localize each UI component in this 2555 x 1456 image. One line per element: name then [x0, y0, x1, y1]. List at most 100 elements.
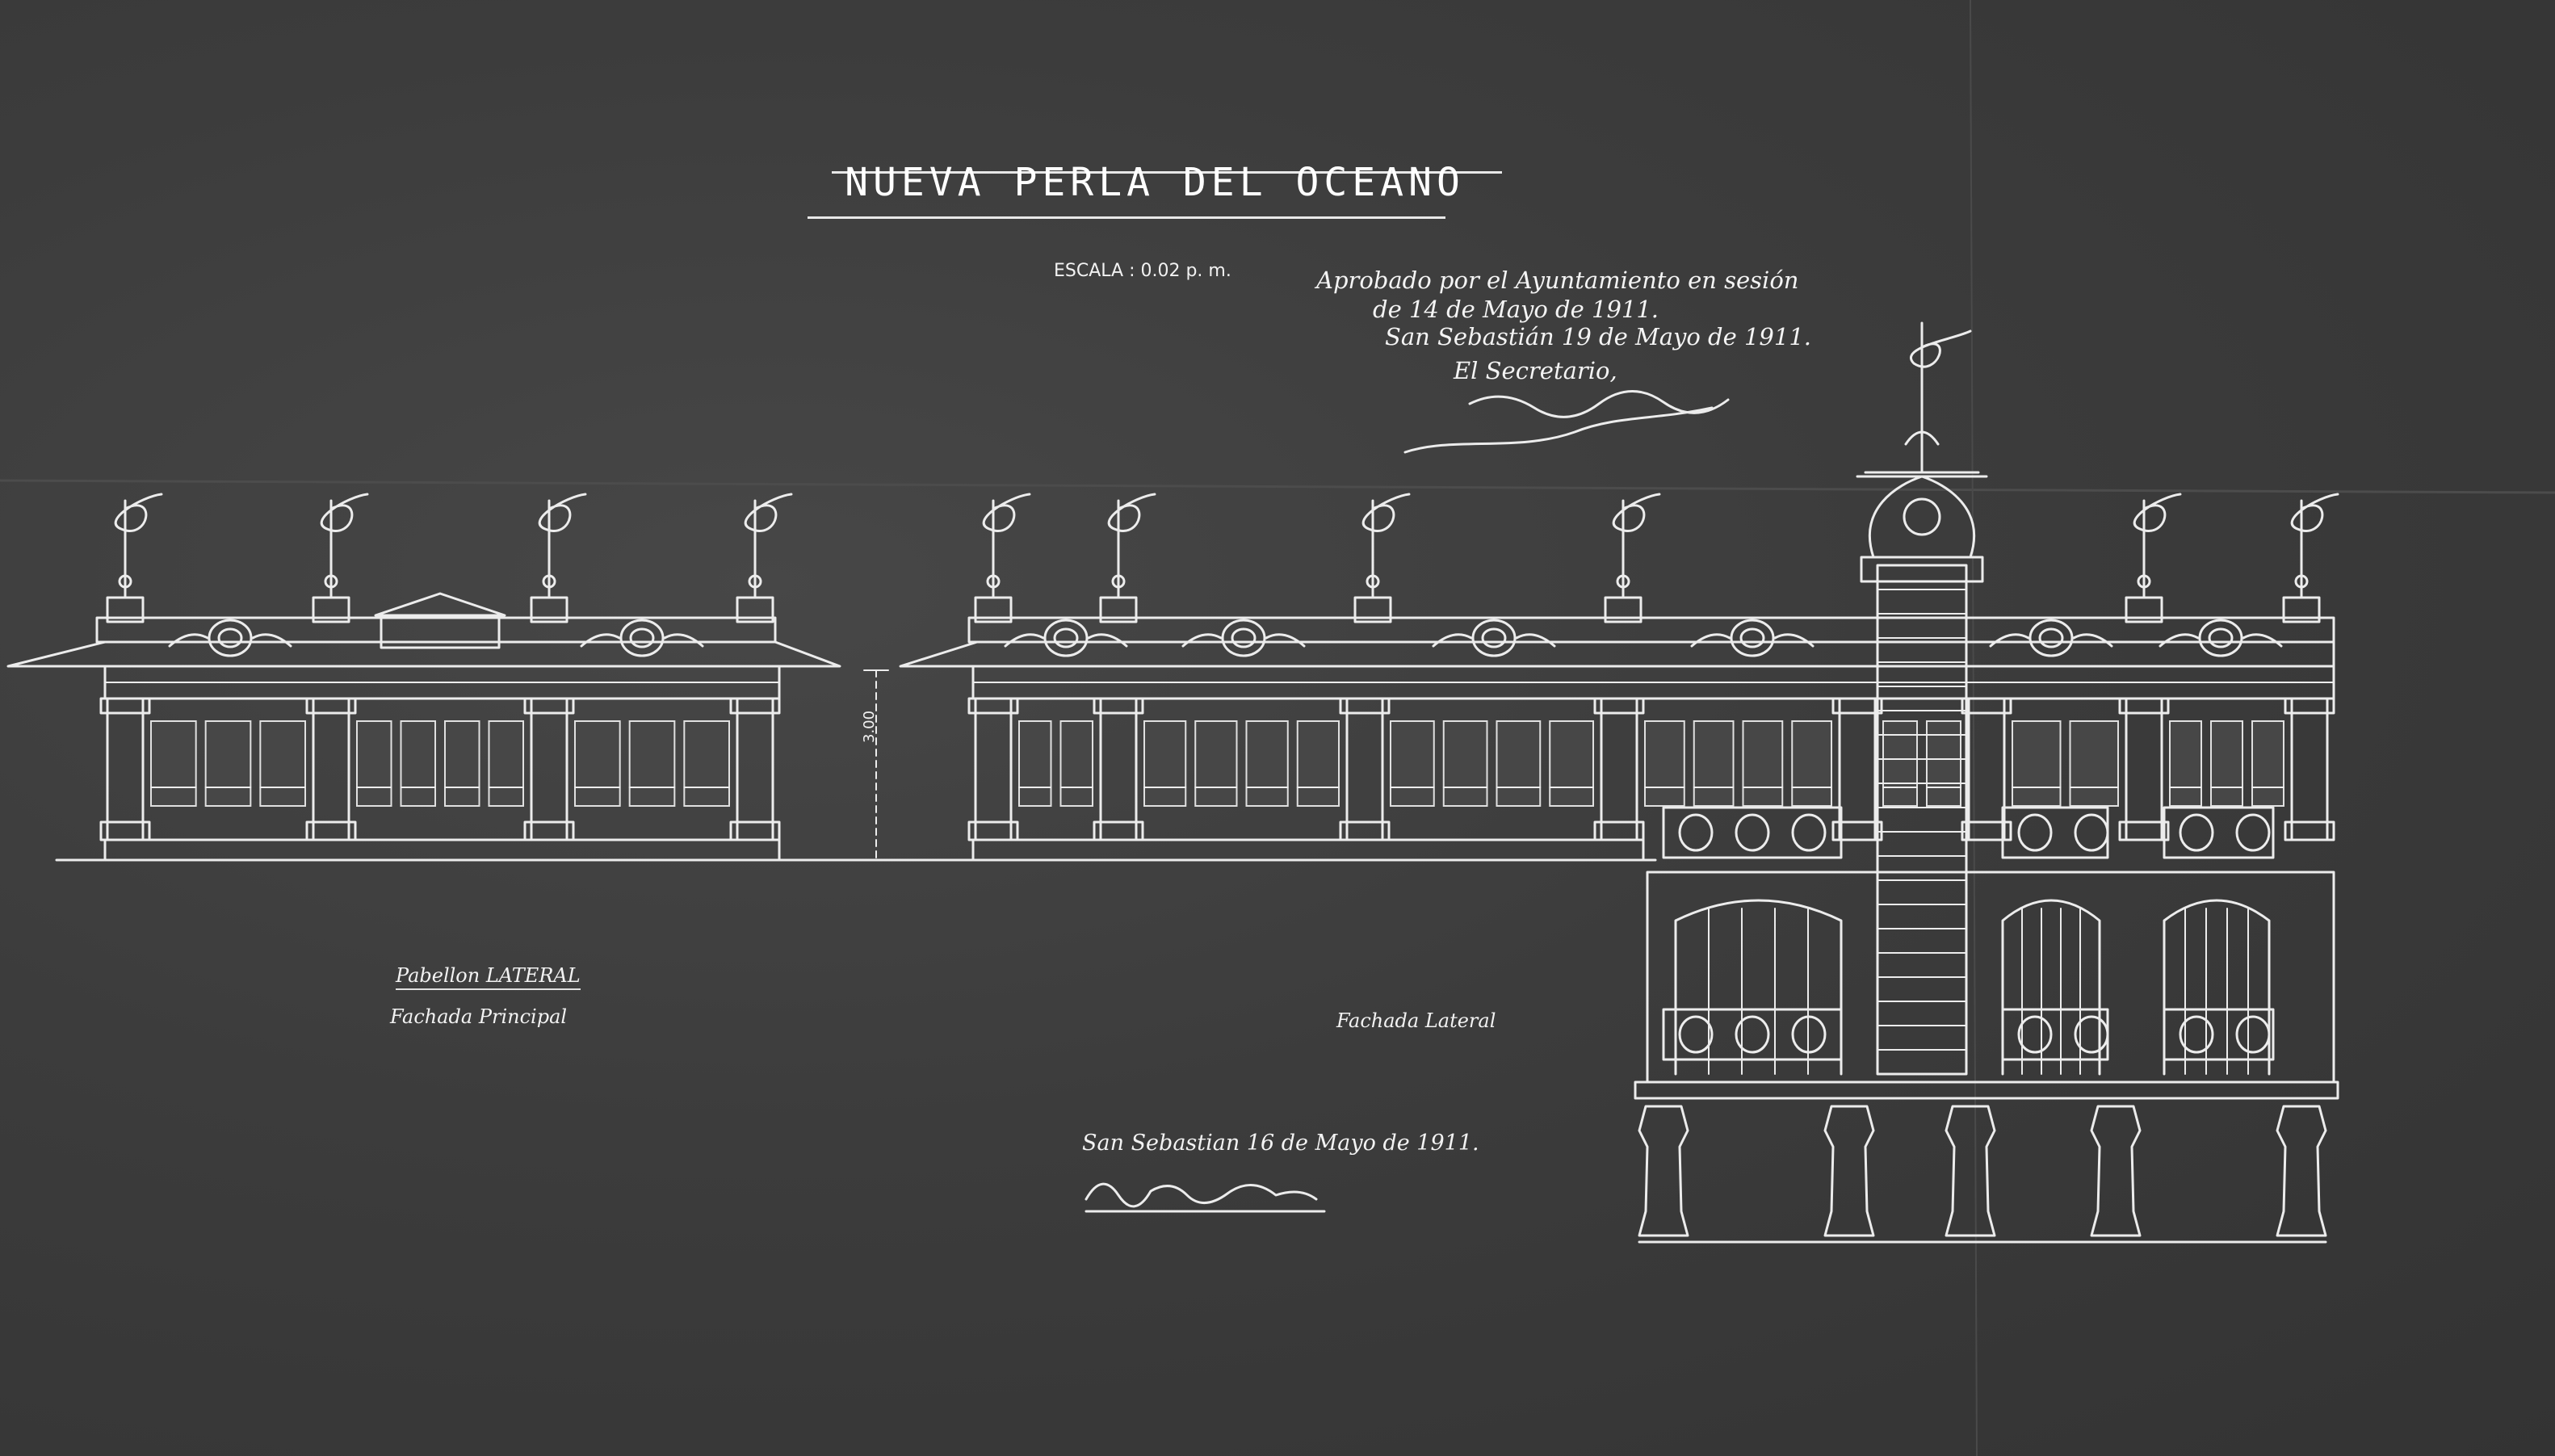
support-leg [1945, 1105, 1996, 1237]
medallion [1471, 619, 1517, 657]
finial-knob [986, 574, 1001, 589]
column [106, 697, 145, 841]
caption-fachada-principal: Fachada Principal [390, 1005, 568, 1028]
column-base [2118, 820, 2170, 841]
railing-ornament [2179, 1015, 2214, 1054]
column [312, 697, 350, 841]
approval-line-1: Aprobado por el Ayuntamiento en sesión [1316, 266, 1799, 294]
finial-scroll [114, 493, 163, 532]
finial-knob [542, 574, 556, 589]
paper-fold-line-vertical [1970, 0, 1978, 1456]
window-panel [400, 720, 436, 807]
finial-scroll [1361, 493, 1411, 532]
pier-cap [974, 596, 1013, 623]
pier-cap [2282, 596, 2321, 623]
finial-scroll [744, 493, 793, 532]
finial-scroll [2133, 493, 2182, 532]
medallion-inner [1231, 627, 1257, 648]
arched-window [1674, 899, 1843, 1076]
pier-cap [2125, 596, 2163, 623]
railing-ornament [1791, 1015, 1827, 1054]
pavilion-main-facade [6, 493, 841, 862]
finial-knob [1111, 574, 1126, 589]
paper-fold-line [0, 479, 2555, 494]
place-date-note: San Sebastian 16 de Mayo de 1911. [1082, 1131, 1479, 1156]
railing-ornament [2235, 1015, 2271, 1054]
window-panel [1059, 720, 1093, 807]
window-panel [488, 720, 524, 807]
column [2290, 697, 2329, 841]
window-panel [628, 720, 676, 807]
window-panel [574, 720, 621, 807]
finial-knob [324, 574, 338, 589]
drawing-title: NUEVA PERLA DEL OCEANO [845, 160, 1465, 205]
column-capital [2284, 697, 2335, 715]
caption-pabellon-lateral: Pabellon LATERAL [396, 964, 581, 990]
pier-cap [736, 596, 774, 623]
approval-line-3: San Sebastián 19 de Mayo de 1911. [1385, 323, 1812, 350]
approval-line-2: de 14 de Mayo de 1911. [1373, 296, 1659, 323]
finial-scroll [982, 493, 1031, 532]
window-panel [1442, 720, 1488, 807]
column-capital [99, 697, 151, 715]
window-panel [2251, 720, 2284, 807]
medallion-inner [2038, 627, 2064, 648]
balcony-railing [2163, 1008, 2275, 1061]
finial-scroll [1612, 493, 1661, 532]
finial-knob [1616, 574, 1630, 589]
building-side-facade [899, 321, 2339, 1244]
arched-window [2163, 899, 2271, 1076]
medallion [619, 619, 665, 657]
support-leg [2276, 1105, 2327, 1237]
garland [1432, 633, 1556, 648]
column-capital [967, 697, 1019, 715]
caption-fachada-lateral: Fachada Lateral [1336, 1009, 1496, 1032]
finial-knob [1366, 574, 1380, 589]
column-capital [2118, 697, 2170, 715]
architect-signature [1085, 1182, 1326, 1213]
column-capital [523, 697, 575, 715]
window-panel [1644, 720, 1685, 807]
support-leg [1638, 1105, 1689, 1237]
medallion [1730, 619, 1775, 657]
window-panel [1791, 720, 1832, 807]
medallion [2198, 619, 2243, 657]
support-leg [1823, 1105, 1875, 1237]
arched-window [2001, 899, 2101, 1076]
railing-ornament [1678, 813, 1714, 852]
title-rule-top [832, 171, 1502, 174]
column-capital [729, 697, 781, 715]
column [1600, 697, 1638, 841]
secretary-signature [1403, 390, 1730, 454]
window-panel [1926, 720, 1961, 807]
finial-knob [2137, 574, 2151, 589]
medallion-inner [1739, 627, 1765, 648]
medallion-inner [217, 627, 243, 648]
column [1099, 697, 1138, 841]
medallion [208, 619, 253, 657]
column [1838, 697, 1877, 841]
railing-ornament [2017, 1015, 2053, 1054]
finial-knob [2294, 574, 2309, 589]
window-panel [683, 720, 730, 807]
garland [1181, 633, 1306, 648]
approval-line-4: El Secretario, [1454, 357, 1617, 384]
pier-cap [106, 596, 145, 623]
garland [1690, 633, 1815, 648]
column [974, 697, 1013, 841]
title-rule-bottom [808, 216, 1445, 219]
column [736, 697, 774, 841]
window-panel [2069, 720, 2119, 807]
column-capital [1831, 697, 1883, 715]
window-panel [444, 720, 480, 807]
garland [168, 633, 292, 648]
pier-cap [1353, 596, 1392, 623]
window-panel [1194, 720, 1238, 807]
window-panel [1693, 720, 1735, 807]
garland [1989, 633, 2113, 648]
railing-ornament [1735, 1015, 1770, 1054]
medallion-inner [629, 627, 655, 648]
column [1345, 697, 1384, 841]
